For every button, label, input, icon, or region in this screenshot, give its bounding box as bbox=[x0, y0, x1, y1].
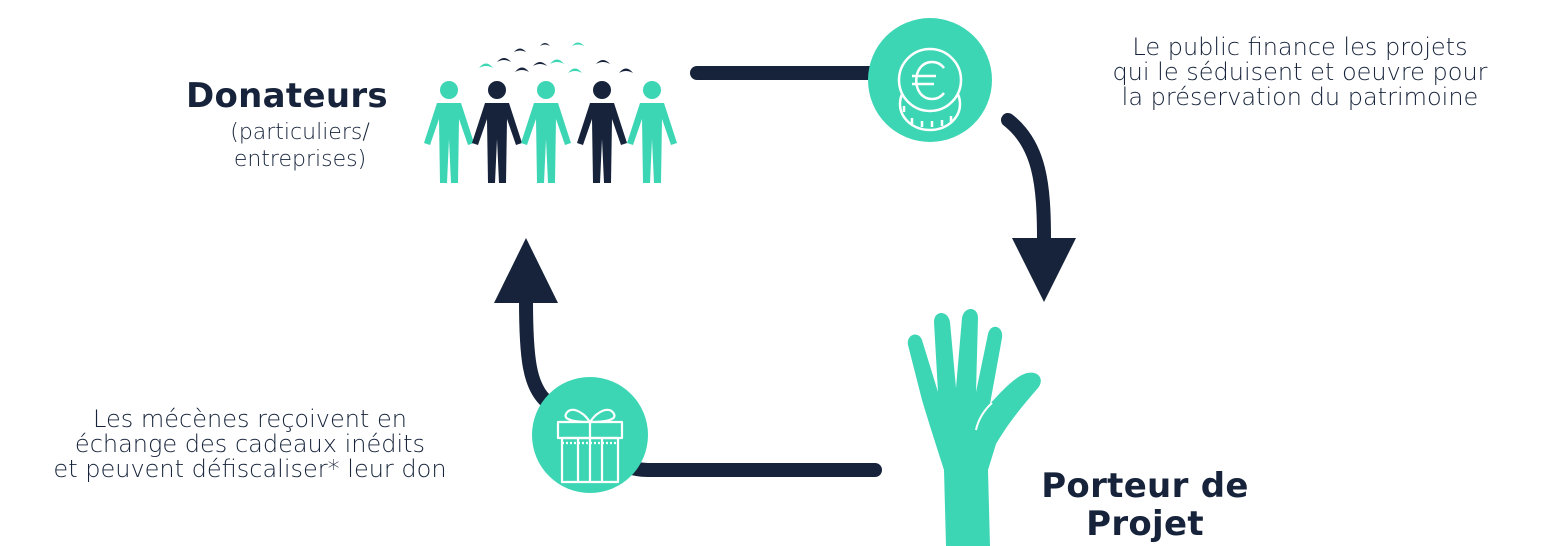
connector-hand-to-gift bbox=[597, 445, 882, 477]
person-figure bbox=[577, 81, 627, 183]
project-owner-line1: Porteur de bbox=[1041, 466, 1249, 506]
person-figure bbox=[424, 81, 474, 183]
arrowhead-down bbox=[1012, 238, 1076, 302]
donors-title: Donateurs bbox=[186, 76, 388, 116]
gift-icon bbox=[532, 377, 648, 493]
reward-note-line2: échange des cadeaux inédits bbox=[74, 430, 426, 458]
donors-subtitle-line2: entreprises) bbox=[233, 147, 367, 172]
person-figure bbox=[627, 81, 677, 183]
crowd-icon bbox=[424, 42, 677, 183]
project-owner-line2: Projet bbox=[1086, 504, 1204, 544]
finance-note-line1: Le public finance les projets bbox=[1132, 33, 1468, 61]
connector-coin-to-hand bbox=[1001, 113, 1051, 247]
donors-subtitle-line1: (particuliers/ bbox=[230, 120, 370, 145]
arrowhead-up bbox=[494, 238, 558, 303]
raised-hand-icon bbox=[907, 309, 1041, 546]
reward-note-line1: Les mécènes reçoivent en bbox=[93, 405, 407, 433]
person-figure bbox=[521, 81, 571, 183]
finance-note-line3: la préservation du patrimoine bbox=[1121, 83, 1479, 111]
finance-note-line2: qui le séduisent et oeuvre pour bbox=[1112, 58, 1488, 86]
connector-gift-to-donors bbox=[519, 293, 552, 407]
person-figure bbox=[472, 81, 522, 183]
reward-note-line3: et peuvent défiscaliser* leur don bbox=[53, 455, 447, 483]
euro-coin-icon bbox=[868, 18, 992, 142]
